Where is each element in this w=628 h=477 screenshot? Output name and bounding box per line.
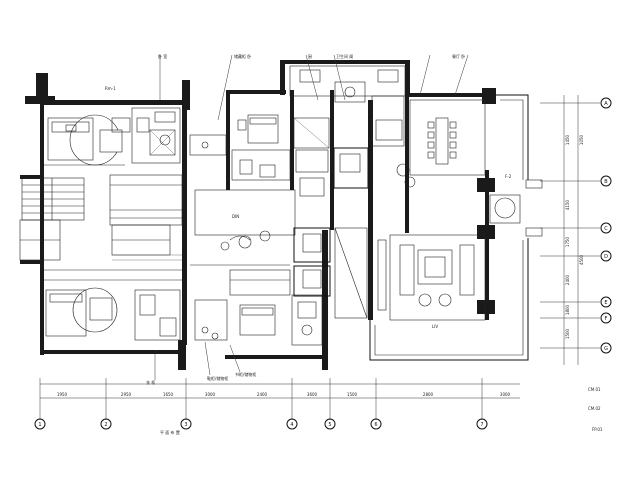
axis-bubbles-bottom xyxy=(34,418,488,430)
bedroom-bottom-left xyxy=(44,269,182,341)
axis-label-e: E xyxy=(604,300,607,306)
dining-room xyxy=(396,99,486,188)
dim-bottom-3: 3000 xyxy=(205,392,216,397)
axis-label-6: 6 xyxy=(374,422,377,428)
dim-bottom-4: 2400 xyxy=(257,392,268,397)
axis-label-f: F xyxy=(605,316,608,322)
axis-labels-bottom: 1 2 3 4 5 6 7 xyxy=(38,422,483,428)
dim-right-total-0: 1050 xyxy=(579,134,584,145)
kitchen-top xyxy=(289,65,406,147)
label-bedroom-top-left: 卧 室 xyxy=(158,53,167,59)
axis-label-c: C xyxy=(604,226,608,232)
axis-label-3: 3 xyxy=(184,422,187,428)
legend-tag-b: CM.02 xyxy=(588,406,601,411)
terrace-outline xyxy=(369,94,543,361)
elevators xyxy=(293,147,369,319)
title-note: 平 面 布 置 xyxy=(160,429,180,435)
label-room-center: DIN xyxy=(232,214,239,219)
dim-bottom-2: 1650 xyxy=(163,392,174,397)
bedroom-top-left xyxy=(44,114,131,166)
axis-label-2: 2 xyxy=(104,422,107,428)
annotation-text: 卧 室 储藏柜 卧 厨 卫生间 阁 餐厅 卧 衣 柜 鞋柜/储物柜 书柜/储物柜… xyxy=(105,53,512,385)
axis-labels-right: A B C D E F G xyxy=(604,101,608,352)
dim-right-0: 1450 xyxy=(565,134,570,145)
label-dining-top: 餐厅 卧 xyxy=(452,53,465,59)
axis-label-7: 7 xyxy=(480,422,483,428)
dim-bottom-6: 1500 xyxy=(347,392,358,397)
axis-label-1: 1 xyxy=(38,422,41,428)
dimension-lines-bottom xyxy=(39,378,520,420)
axis-bubbles-right xyxy=(600,97,612,354)
dim-right-total-1: 4500 xyxy=(579,254,584,265)
axis-label-b: B xyxy=(604,179,608,185)
dim-right-5: 1500 xyxy=(565,328,570,339)
axis-label-5: 5 xyxy=(328,422,331,428)
leader-lines xyxy=(154,54,469,380)
axis-label-d: D xyxy=(604,254,608,260)
living-room xyxy=(377,194,521,321)
outer-walls xyxy=(20,60,496,370)
bedroom-bottom-center xyxy=(229,269,323,346)
dim-right-3: 2400 xyxy=(565,274,570,285)
legend-tags: CM.01 CM.02 FP.01 平 面 布 置 xyxy=(160,387,603,435)
dimension-numbers-right: 1450 4150 1750 2400 1800 1500 1050 4500 xyxy=(565,134,584,339)
bath-top-left xyxy=(131,107,181,164)
dim-right-4: 1800 xyxy=(565,304,570,315)
dim-bottom-0: 1950 xyxy=(57,392,68,397)
label-cabinet-bottom: 书柜/储物柜 xyxy=(235,371,256,377)
axis-label-g: G xyxy=(604,346,608,352)
dimension-lines-right xyxy=(540,95,600,365)
label-shoe-cabinet: 鞋柜/储物柜 xyxy=(207,375,228,381)
label-storage-top: 储藏柜 卧 xyxy=(234,53,251,59)
legend-tag-a: CM.01 xyxy=(588,387,601,392)
axis-label-a: A xyxy=(604,101,608,107)
label-toilet-top: 卫生间 阁 xyxy=(336,53,353,59)
wardrobe-left-middle xyxy=(109,174,183,261)
stair xyxy=(19,177,85,261)
legend-tag-c: FP.01 xyxy=(592,427,603,432)
bedroom-top-center xyxy=(231,114,330,197)
dim-bottom-1: 2950 xyxy=(121,392,132,397)
dimension-numbers-bottom: 1950 2950 1650 3000 2400 3600 1500 2800 … xyxy=(57,392,511,397)
label-room-right: F-2 xyxy=(505,174,512,179)
central-hall xyxy=(189,134,296,341)
dim-bottom-8: 3000 xyxy=(500,392,511,397)
dim-bottom-7: 2800 xyxy=(423,392,434,397)
label-wardrobe-bottom: 衣 柜 xyxy=(146,379,155,385)
label-kitchen-top: 厨 xyxy=(308,53,312,59)
dim-right-1: 4150 xyxy=(565,199,570,210)
dim-bottom-5: 3600 xyxy=(307,392,318,397)
label-room-left: Rm-1 xyxy=(105,86,116,91)
axis-label-4: 4 xyxy=(290,422,293,428)
dim-right-2: 1750 xyxy=(565,236,570,247)
label-room-lobby: LIV xyxy=(432,324,438,329)
